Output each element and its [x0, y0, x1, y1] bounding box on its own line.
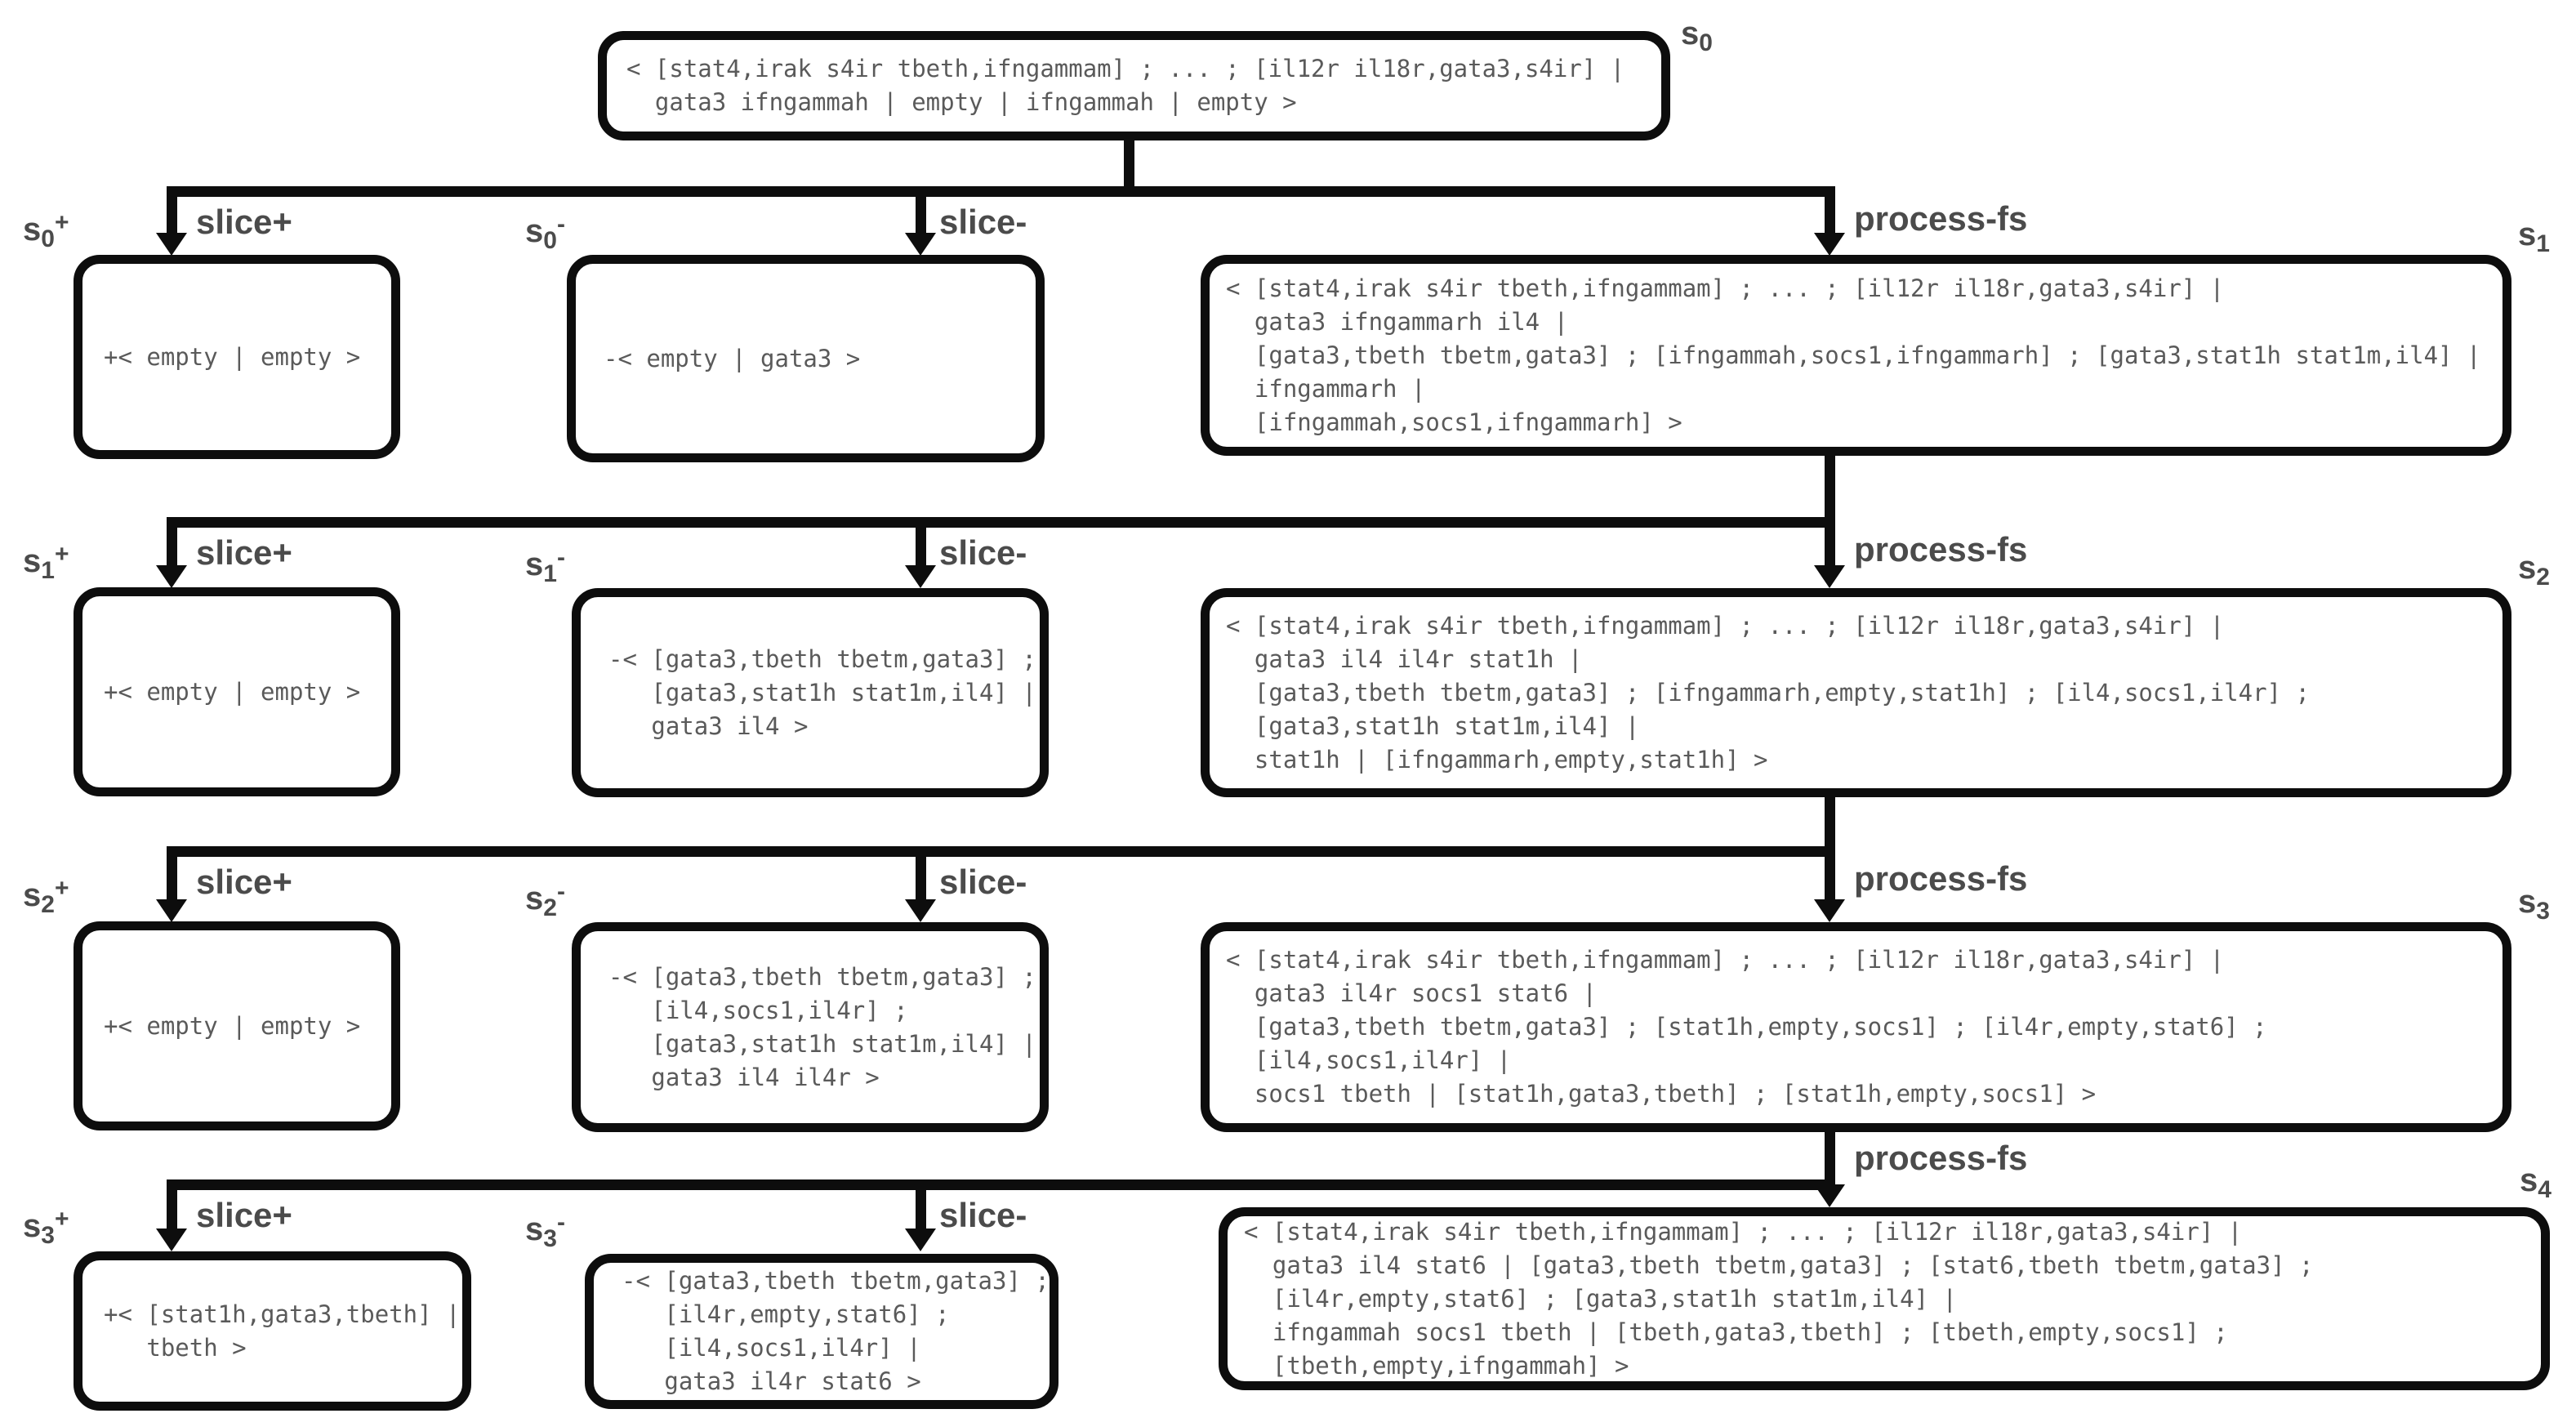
state-label-s1-plus: s1+	[23, 541, 69, 584]
box-s0-minus: -< empty | gata3 >	[567, 255, 1045, 462]
box-s2: < [stat4,irak s4ir tbeth,ifngammam] ; ..…	[1201, 588, 2511, 797]
box-s0: < [stat4,irak s4ir tbeth,ifngammam] ; ..…	[598, 31, 1670, 140]
box-s3: < [stat4,irak s4ir tbeth,ifngammam] ; ..…	[1201, 922, 2511, 1132]
label-slice-plus-row1: slice+	[196, 203, 292, 241]
label-slice-plus-row4: slice+	[196, 1196, 292, 1234]
box-s2-plus: +< empty | empty >	[74, 921, 400, 1130]
box-s1-minus: -< [gata3,tbeth tbetm,gata3] ; [gata3,st…	[572, 588, 1049, 797]
arrow-down-icon	[905, 565, 936, 588]
arrow-down-icon	[1814, 233, 1845, 256]
state-label-s4: s4	[2520, 1162, 2551, 1203]
box-s2-minus-text: -< [gata3,tbeth tbetm,gata3] ; [il4,socs…	[608, 962, 1036, 1091]
label-slice-minus-row2: slice-	[939, 533, 1027, 572]
label-slice-minus-row1: slice-	[939, 203, 1027, 241]
arrow-down-icon	[156, 233, 187, 256]
slice-minus-stub-row3	[916, 854, 926, 900]
connector-bar-row2	[167, 517, 1835, 528]
connector-bar-row1	[167, 186, 1835, 197]
box-s2-minus: -< [gata3,tbeth tbetm,gata3] ; [il4,socs…	[572, 922, 1049, 1132]
arrow-down-icon	[156, 899, 187, 922]
box-s1-plus: +< empty | empty >	[74, 587, 400, 796]
state-label-s2-minus: s2-	[525, 878, 565, 921]
box-s0-plus: +< empty | empty >	[74, 255, 400, 459]
box-s3-minus-text: -< [gata3,tbeth tbetm,gata3] ; [il4r,emp…	[622, 1267, 1050, 1395]
box-s1: < [stat4,irak s4ir tbeth,ifngammam] ; ..…	[1201, 255, 2511, 456]
label-process-fs-row3: process-fs	[1854, 859, 2028, 898]
box-s0-plus-text: +< empty | empty >	[104, 342, 361, 371]
box-s4: < [stat4,irak s4ir tbeth,ifngammam] ; ..…	[1219, 1207, 2550, 1390]
process-stub-row1	[1825, 194, 1835, 234]
slice-plus-stub-row4	[167, 1188, 177, 1229]
box-s0-text: < [stat4,irak s4ir tbeth,ifngammam] ; ..…	[626, 55, 1625, 116]
slice-plus-stub-row3	[167, 854, 177, 900]
box-s1-plus-text: +< empty | empty >	[104, 677, 361, 706]
box-s2-text: < [stat4,irak s4ir tbeth,ifngammam] ; ..…	[1226, 611, 2310, 774]
label-slice-plus-row2: slice+	[196, 533, 292, 572]
connector-bar-row3	[167, 846, 1835, 857]
box-s3-minus: -< [gata3,tbeth tbetm,gata3] ; [il4r,emp…	[585, 1254, 1058, 1409]
connector-s1-down	[1825, 451, 1835, 523]
label-process-fs-row1: process-fs	[1854, 199, 2028, 238]
box-s3-text: < [stat4,irak s4ir tbeth,ifngammam] ; ..…	[1226, 946, 2267, 1108]
state-label-s0: s0	[1681, 16, 1713, 56]
process-stub-row2	[1825, 525, 1835, 566]
state-label-s3-minus: s3-	[525, 1209, 565, 1252]
connector-s2-down	[1825, 792, 1835, 852]
slice-plus-stub-row2	[167, 525, 177, 566]
state-label-s1-minus: s1-	[525, 544, 565, 587]
state-label-s2: s2	[2518, 550, 2550, 591]
arrow-down-icon	[905, 233, 936, 256]
arrow-down-icon	[905, 1228, 936, 1251]
slice-minus-stub-row1	[916, 194, 926, 234]
state-label-s1: s1	[2518, 216, 2550, 257]
connector-bar-row4	[167, 1179, 1835, 1190]
arrow-down-icon	[156, 1228, 187, 1251]
label-slice-minus-row3: slice-	[939, 863, 1027, 901]
box-s3-plus: +< [stat1h,gata3,tbeth] | tbeth >	[74, 1251, 471, 1411]
box-s1-minus-text: -< [gata3,tbeth tbetm,gata3] ; [gata3,st…	[608, 644, 1036, 740]
box-s2-plus-text: +< empty | empty >	[104, 1011, 361, 1040]
arrow-down-icon	[1814, 1184, 1845, 1207]
box-s0-minus-text: -< empty | gata3 >	[604, 344, 861, 372]
state-label-s0-plus: s0+	[23, 209, 69, 252]
state-label-s0-minus: s0-	[525, 211, 565, 254]
box-s1-text: < [stat4,irak s4ir tbeth,ifngammam] ; ..…	[1226, 274, 2481, 436]
label-slice-minus-row4: slice-	[939, 1196, 1027, 1234]
label-process-fs-row4: process-fs	[1854, 1139, 2028, 1177]
arrow-down-icon	[1814, 565, 1845, 588]
label-process-fs-row2: process-fs	[1854, 530, 2028, 569]
box-s4-text: < [stat4,irak s4ir tbeth,ifngammam] ; ..…	[1244, 1217, 2314, 1380]
connector-root-stub	[1124, 137, 1134, 197]
slice-minus-stub-row2	[916, 525, 926, 566]
state-label-s2-plus: s2+	[23, 875, 69, 918]
slice-plus-stub-row1	[167, 194, 177, 234]
arrow-down-icon	[1814, 899, 1845, 922]
process-stub-row3	[1825, 854, 1835, 900]
connector-s3-down	[1825, 1126, 1835, 1185]
state-label-s3-plus: s3+	[23, 1206, 69, 1249]
state-label-s3: s3	[2518, 884, 2550, 925]
arrow-down-icon	[156, 565, 187, 588]
box-s3-plus-text: +< [stat1h,gata3,tbeth] | tbeth >	[104, 1300, 461, 1362]
slice-minus-stub-row4	[916, 1188, 926, 1229]
label-slice-plus-row3: slice+	[196, 863, 292, 901]
arrow-down-icon	[905, 899, 936, 922]
